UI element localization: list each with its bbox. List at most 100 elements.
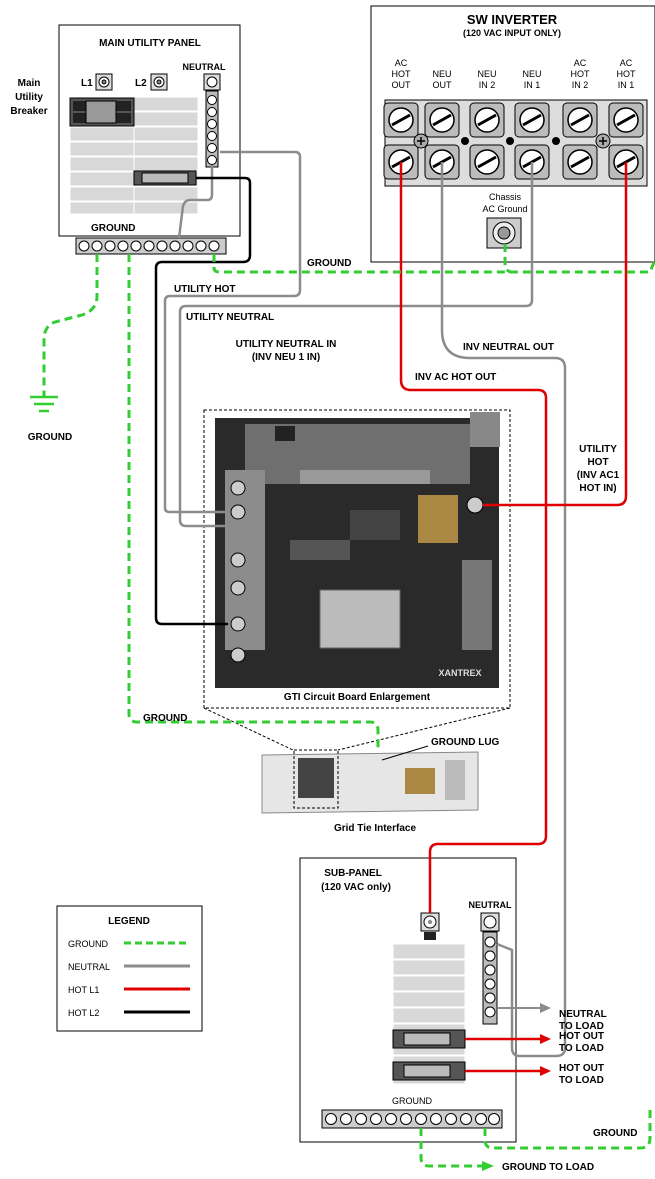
terminal-5-label-1: AC — [574, 58, 587, 68]
hot-out-arrow-1 — [465, 1034, 551, 1044]
terminal-4-label-3: IN 1 — [524, 80, 541, 90]
terminal-dot — [552, 137, 560, 145]
wire-ground-to-load — [419, 1128, 482, 1168]
legend-title: LEGEND — [108, 916, 150, 927]
earth-ground-symbol — [30, 395, 58, 413]
wire-main-neutral-to-ground — [177, 165, 214, 239]
wire-earth-ground — [42, 254, 99, 396]
ground-to-load-arrow — [482, 1161, 494, 1171]
wire-ground-chassis — [503, 244, 513, 274]
terminal-1-label-2: HOT — [392, 69, 412, 79]
label-hot-out-2b: TO LOAD — [559, 1075, 604, 1086]
legend-item-label: NEUTRAL — [68, 962, 110, 972]
main-neutral-label: NEUTRAL — [183, 62, 226, 72]
terminal-dot — [506, 137, 514, 145]
terminal-5-screw-1 — [562, 102, 598, 138]
chassis-ground-lug — [486, 217, 522, 249]
ground-lug-pointer — [381, 745, 429, 761]
legend-item-label: GROUND — [68, 939, 108, 949]
terminal-6-screw-1 — [608, 102, 644, 138]
sub-breaker-1 — [392, 1029, 466, 1049]
sub-neutral-bar — [480, 912, 500, 1025]
branch-breaker-gti — [133, 170, 197, 186]
legend: LEGEND GROUND NEUTRAL HOT L1 HOT L2 — [56, 905, 203, 1032]
terminal-3-screw-2 — [469, 144, 505, 180]
main-panel-title: MAIN UTILITY PANEL — [99, 38, 201, 49]
grid-tie-label: Grid Tie Interface — [334, 823, 417, 834]
label-utility-hot-inv-1: UTILITY — [579, 444, 617, 455]
wire-ground-sub-return — [483, 1110, 652, 1150]
hot-out-arrow-2 — [465, 1066, 551, 1076]
label-utility-hot-inv-4: HOT IN) — [579, 483, 616, 494]
sub-panel: SUB-PANEL (120 VAC only) NEUTRAL — [299, 857, 517, 1143]
main-neutral-bar — [203, 73, 221, 168]
terminal-3-label-2: NEU — [477, 69, 496, 79]
wire-ground-gti — [127, 254, 380, 752]
label-utility-hot: UTILITY HOT — [174, 284, 235, 295]
plus-screw-icon — [413, 133, 429, 149]
terminal-6-label-1: AC — [620, 58, 633, 68]
wire-inv-ac-hot-out — [399, 162, 548, 913]
terminal-5-label-2: HOT — [571, 69, 591, 79]
main-utility-panel: MAIN UTILITY PANEL Main Utility Breaker … — [10, 24, 241, 255]
terminal-5-screw-2 — [562, 144, 598, 180]
chassis-label-2: AC Ground — [482, 204, 527, 214]
wire-utility-hot-inv — [483, 162, 628, 507]
gti-brand: XANTREX — [438, 668, 481, 678]
terminal-1-label-1: AC — [395, 58, 408, 68]
gti-board-enlargement: XANTREX GTI Circuit Board Enlargement — [203, 409, 511, 751]
terminal-6-label-2: HOT — [617, 69, 637, 79]
label-ground-to-load: GROUND TO LOAD — [502, 1162, 594, 1173]
main-breaker-label-2: Utility — [15, 92, 43, 103]
terminal-dot — [461, 137, 469, 145]
label-ground-mid: GROUND — [143, 713, 187, 724]
terminal-4-screw-1 — [514, 102, 550, 138]
legend-items: GROUND NEUTRAL HOT L1 HOT L2 — [68, 939, 190, 1018]
wire-inv-neutral-out — [440, 162, 567, 1058]
l1-label: L1 — [81, 78, 93, 89]
wire-ground-top — [212, 254, 655, 274]
inverter-terminal-screws — [383, 102, 644, 180]
sub-ground-label: GROUND — [392, 1096, 432, 1106]
label-earth-ground: GROUND — [28, 432, 72, 443]
wire-utility-neutral — [163, 150, 302, 514]
label-ground-top: GROUND — [307, 258, 351, 269]
main-breaker — [69, 97, 135, 127]
l2-label: L2 — [135, 78, 147, 89]
wire-utility-hot — [154, 176, 252, 626]
legend-item-label: HOT L1 — [68, 985, 99, 995]
label-utility-hot-inv-3: (INV AC1 — [577, 470, 620, 481]
terminal-3-label-3: IN 2 — [479, 80, 496, 90]
label-ground-bottom: GROUND — [593, 1128, 637, 1139]
sub-neutral-label: NEUTRAL — [469, 900, 512, 910]
terminal-4-label-2: NEU — [522, 69, 541, 79]
terminal-6-label-3: IN 1 — [618, 80, 635, 90]
sub-ground-bar — [321, 1109, 503, 1129]
label-hot-out-2a: HOT OUT — [559, 1063, 604, 1074]
gti-caption: GTI Circuit Board Enlargement — [284, 692, 431, 703]
inverter-subtitle: (120 VAC INPUT ONLY) — [463, 28, 561, 38]
inverter-title: SW INVERTER — [467, 12, 558, 27]
chassis-label-1: Chassis — [489, 192, 522, 202]
terminal-5-label-3: IN 2 — [572, 80, 589, 90]
main-breaker-label-1: Main — [18, 78, 41, 89]
terminal-2-screw-1 — [424, 102, 460, 138]
main-ground-label: GROUND — [91, 223, 135, 234]
main-breaker-label-3: Breaker — [10, 106, 47, 117]
label-utility-neutral: UTILITY NEUTRAL — [186, 312, 274, 323]
l2-lug — [150, 73, 168, 91]
label-utility-neutral-in-2: (INV NEU 1 IN) — [252, 352, 320, 363]
terminal-2-label-3: OUT — [433, 80, 453, 90]
terminal-1-label-3: OUT — [392, 80, 412, 90]
label-inv-ac-hot-out: INV AC HOT OUT — [415, 372, 496, 383]
grid-tie-interface: Grid Tie Interface — [261, 749, 479, 834]
neutral-to-load-arrow — [497, 1003, 551, 1013]
legend-item-label: HOT L2 — [68, 1008, 99, 1018]
label-utility-neutral-in-1: UTILITY NEUTRAL IN — [236, 339, 337, 350]
terminal-3-screw-1 — [469, 102, 505, 138]
label-hot-out-1b: TO LOAD — [559, 1043, 604, 1054]
label-utility-hot-inv-2: HOT — [587, 457, 608, 468]
sub-panel-title-2: (120 VAC only) — [321, 882, 391, 893]
